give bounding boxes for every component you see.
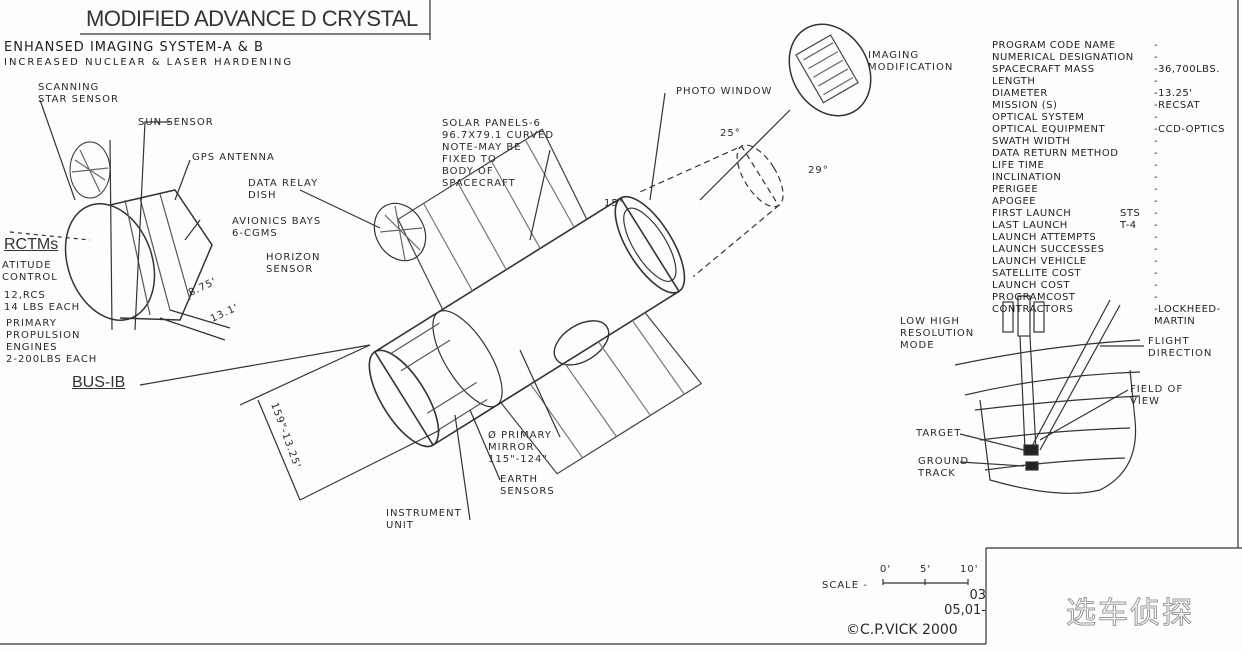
spec-value: - [1154,40,1159,51]
spec-value: -CCD-OPTICS [1154,124,1225,135]
imaging-module [788,23,872,117]
scale-tick-10: 10' [960,564,979,575]
spec-value: - [1154,184,1159,195]
bus-module [9,139,231,341]
subtitle-imaging-system: ENHANSED IMAGING SYSTEM-A & B [4,40,264,55]
label-instrument-unit: INSTRUMENT UNIT [386,508,462,531]
scale-tick-5: 5' [920,564,932,575]
spec-value: - [1154,256,1159,267]
spec-key: FIRST LAUNCH [992,208,1072,219]
label-horizon-sensor: HORIZON SENSOR [266,252,321,275]
spec-key: MISSION (S) [992,100,1058,111]
label-angle-25: 25° [720,128,741,139]
spec-key: CONTRACTORS [992,304,1074,315]
spec-value: -RECSAT [1154,100,1201,111]
spec-key: DATA RETURN METHOD [992,148,1119,159]
spec-key: DIAMETER [992,88,1048,99]
spec-value: - [1154,280,1159,291]
spec-value: - [1154,292,1159,303]
spec-key: OPTICAL SYSTEM [992,112,1085,123]
watermark: 选车侦探 [1066,596,1194,632]
spec-key: NUMERICAL DESIGNATION [992,52,1134,63]
spec-key: PROGRAMCOST [992,292,1076,303]
ground-track-diagram [954,295,1144,494]
drawing-code: 03 05,01- [944,588,986,618]
spec-value: - [1154,112,1159,123]
label-gps-antenna: GPS ANTENNA [192,152,275,163]
spec-value: -13.25' [1154,88,1193,99]
spec-key: INCLINATION [992,172,1062,183]
subtitle-hardening: INCREASED NUCLEAR & LASER HARDENING [4,57,294,68]
spec-key: SWATH WIDTH [992,136,1071,147]
spec-value: - [1154,136,1159,147]
label-sun-sensor: SUN SENSOR [138,117,214,128]
label-flight-direction: FLIGHT DIRECTION [1148,336,1213,359]
label-field-of-view: FIELD OF VIEW [1130,384,1184,407]
spec-key: PROGRAM CODE NAME [992,40,1116,51]
label-earth-sensors: EARTH SENSORS [500,474,555,497]
label-low-high-resolution: LOW HIGH RESOLUTION MODE [900,316,975,351]
label-solar-panels: SOLAR PANELS-6 96.7X79.1 CURVED NOTE-MAY… [442,118,555,189]
label-imaging-modification: IMAGING MODIFICATION [868,50,954,73]
spec-key: SATELLITE COST [992,268,1082,279]
spec-value: - [1154,160,1159,171]
label-primary-propulsion: PRIMARY PROPULSION ENGINES 2-200LBS EACH [6,318,98,365]
label-angle-29: 29° [808,165,829,176]
spec-value: - [1154,232,1159,243]
spec-value: - [1154,208,1159,219]
label-photo-window: PHOTO WINDOW [676,86,773,97]
spec-key: LAUNCH ATTEMPTS [992,232,1097,243]
label-data-relay-dish: DATA RELAY DISH [248,178,319,201]
spec-value: - [1154,52,1159,63]
spec-value: - [1154,268,1159,279]
label-angle-15: 15° [604,198,625,209]
label-ground-track: GROUND TRACK [918,456,970,479]
spec-value: - [1154,148,1159,159]
label-scanning-star-sensor: SCANNING STAR SENSOR [38,82,119,105]
spec-key: PERIGEE [992,184,1039,195]
drawing-title: MODIFIED ADVANCE D CRYSTAL [86,6,418,31]
scale-label: SCALE - [822,580,868,591]
copyright-credit: ©C.P.VICK 2000 [846,622,958,638]
label-rcs: 12,RCS 14 LBS EACH [4,290,81,313]
spec-value: -LOCKHEED- MARTIN [1154,304,1221,327]
spec-key: LENGTH [992,76,1036,87]
label-attitude-control: ATITUDE CONTROL [2,260,58,283]
spec-key: SPACECRAFT MASS [992,64,1095,75]
spec-key: LAUNCH SUCCESSES [992,244,1105,255]
spec-value: - [1154,196,1159,207]
spec-key: APOGEE [992,196,1037,207]
spec-key: LAUNCH COST [992,280,1070,291]
spec-value: - [1154,244,1159,255]
label-primary-mirror: Ø PRIMARY MIRROR 115"-124" [488,430,552,465]
spec-mid: T-4 [1120,220,1137,231]
spec-value: -36,700LBS. [1154,64,1220,75]
scale-tick-0: 0' [880,564,892,575]
spec-value: - [1154,172,1159,183]
spec-mid: STS [1120,208,1141,219]
spec-key: LAUNCH VEHICLE [992,256,1087,267]
spec-key: OPTICAL EQUIPMENT [992,124,1106,135]
label-avionics-bays: AVIONICS BAYS 6-CGMS [232,216,322,239]
label-target: TARGET [916,428,962,439]
spec-value: - [1154,220,1159,231]
data-relay-dish [373,202,427,262]
spec-key: LAST LAUNCH [992,220,1068,231]
label-rctms: RCTMs [4,236,59,253]
spacecraft-body [368,128,784,475]
spec-key: LIFE TIME [992,160,1045,171]
spec-value: - [1154,76,1159,87]
label-bus: BUS-IB [72,374,126,391]
